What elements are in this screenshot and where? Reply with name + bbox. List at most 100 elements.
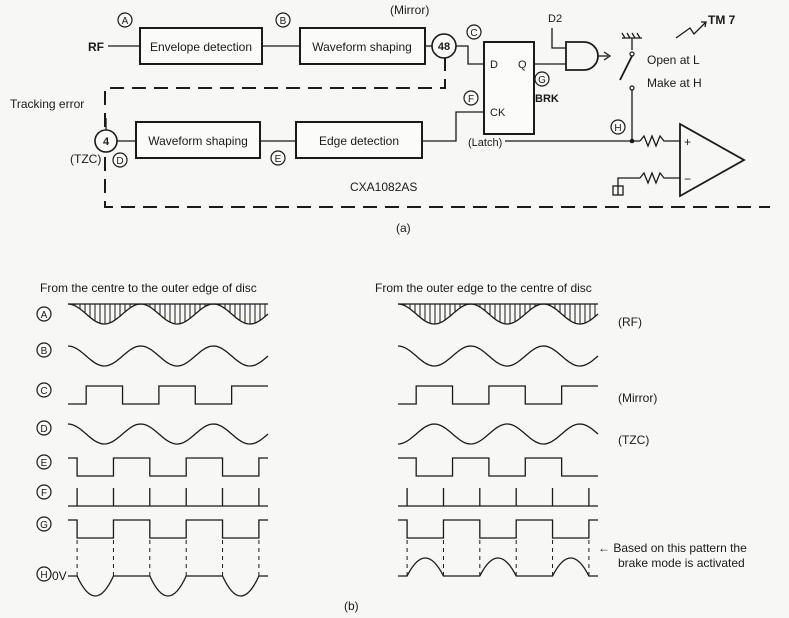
row-marker-d [36, 420, 52, 436]
wave-c [398, 385, 598, 405]
node-c-marker [466, 24, 482, 40]
resistor-plus [639, 134, 680, 148]
brk-label: BRK [535, 93, 559, 105]
row-marker-f [36, 484, 52, 500]
tzc-label: (TZC) [70, 152, 101, 166]
row-letter-b: B [41, 346, 48, 357]
node-f-letter: F [468, 94, 474, 105]
wave-b [67, 345, 269, 367]
note-rf: (RF) [618, 315, 642, 329]
pin-4-number: 4 [103, 136, 110, 148]
envelope-detection-label: Envelope detection [150, 40, 252, 54]
ff-ck-pin: CK [490, 107, 506, 119]
node-b-marker [275, 12, 291, 28]
op-amp-minus: − [684, 172, 691, 186]
pin-48-number: 48 [438, 41, 450, 53]
tm7-arrow [675, 21, 707, 39]
caption-a: (a) [396, 221, 411, 235]
node-f-marker [463, 90, 479, 106]
row-marker-e [36, 454, 52, 470]
note-tzc: (TZC) [618, 433, 649, 447]
mirror-label: (Mirror) [390, 3, 429, 17]
ff-d-pin: D [490, 59, 498, 71]
wave-f [398, 488, 598, 507]
h-row-0v: 0V [52, 569, 67, 583]
resistor-minus [639, 171, 680, 185]
wave-a-hatching [399, 304, 596, 324]
row-letter-e: E [41, 458, 48, 469]
projection-lines [406, 540, 590, 576]
row-letter-g: G [40, 520, 48, 531]
node-h-letter: H [614, 123, 621, 134]
node-e-letter: E [275, 154, 282, 165]
waveform-shaping-bottom-label: Waveform shaping [148, 134, 248, 148]
latch-label: (Latch) [468, 137, 502, 149]
edge-detection-label: Edge detection [319, 134, 399, 148]
wave-a-envelope [67, 303, 269, 325]
d-flip-flop [483, 41, 535, 135]
row-letter-c: C [40, 386, 47, 397]
switch-contact [619, 55, 633, 81]
wave-g [68, 519, 268, 539]
note-brake-1: ← Based on this pattern the [598, 541, 747, 555]
row-letter-d: D [40, 424, 47, 435]
row-marker-h [36, 566, 52, 582]
wave-d [67, 423, 269, 445]
waveform-shaping-top-label: Waveform shaping [312, 40, 412, 54]
op-amp-plus: + [684, 135, 691, 149]
node-b-letter: B [280, 16, 287, 27]
op-amp [679, 122, 746, 198]
wave-g [398, 519, 598, 539]
row-letter-a: A [41, 310, 48, 321]
make-at-h-label: Make at H [647, 76, 702, 90]
right-waveforms [397, 303, 599, 577]
projection-lines [76, 540, 260, 576]
note-brake-2: brake mode is activated [618, 556, 745, 570]
wave-b [397, 345, 599, 367]
row-letters: A B C D E F G H [36, 306, 52, 582]
node-g-marker [534, 71, 550, 87]
row-marker-b [36, 342, 52, 358]
node-d-marker [112, 152, 128, 168]
ff-q-pin: Q [518, 59, 527, 71]
waveform-shaping-bottom-block [135, 121, 261, 159]
wave-h [68, 575, 268, 597]
node-e-marker [270, 150, 286, 166]
note-mirror: (Mirror) [618, 391, 657, 405]
row-marker-g [36, 516, 52, 532]
d2-label: D2 [548, 13, 562, 25]
row-marker-c [36, 382, 52, 398]
block-diagram: Envelope detection Waveform shaping RF A… [10, 3, 770, 235]
node-c-letter: C [470, 28, 477, 39]
wave-a-hatching [69, 304, 266, 324]
right-panel-title: From the outer edge to the centre of dis… [375, 281, 592, 295]
wave-e [68, 457, 268, 477]
row-letter-f: F [41, 488, 47, 499]
timing-diagram: From the centre to the outer edge of dis… [36, 281, 747, 613]
rf-label: RF [88, 40, 104, 54]
left-panel-title: From the centre to the outer edge of dis… [40, 281, 257, 295]
tm7-label: TM 7 [708, 13, 736, 27]
left-waveforms [67, 303, 269, 597]
wave-d [397, 423, 599, 445]
node-a-marker [117, 12, 133, 28]
node-d-letter: D [116, 156, 123, 167]
wave-a-envelope [397, 303, 599, 325]
chip-name: CXA1082AS [350, 180, 417, 194]
and-gate [565, 41, 599, 71]
wave-c [68, 385, 268, 405]
chip-boundary [104, 35, 770, 208]
row-marker-a [36, 306, 52, 322]
node-h-marker [610, 119, 626, 135]
tracking-error-label: Tracking error [10, 97, 84, 111]
envelope-detection-block [139, 27, 263, 65]
wave-f [68, 488, 268, 507]
open-at-l-label: Open at L [647, 53, 700, 67]
wave-h [398, 557, 598, 577]
edge-detection-block [295, 121, 423, 159]
node-g-letter: G [538, 75, 546, 86]
row-letter-h: H [40, 570, 47, 581]
ground-symbol [621, 32, 642, 39]
caption-b: (b) [344, 599, 359, 613]
